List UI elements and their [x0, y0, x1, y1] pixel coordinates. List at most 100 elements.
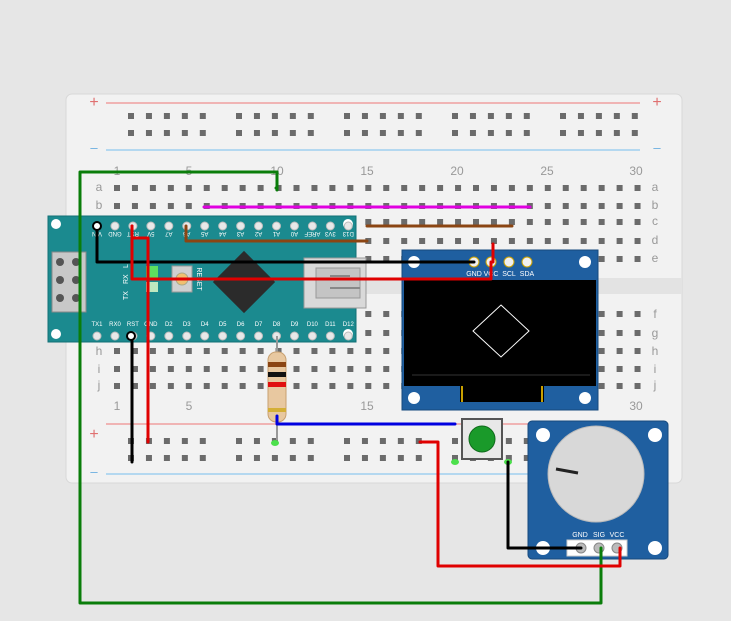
rail-hole[interactable] — [361, 130, 368, 136]
rail-hole[interactable] — [163, 438, 170, 444]
breadboard-hole[interactable] — [114, 366, 120, 372]
rail-hole[interactable] — [560, 113, 566, 119]
rail-hole[interactable] — [145, 130, 152, 136]
nano-pin[interactable] — [200, 221, 210, 231]
breadboard-hole[interactable] — [455, 238, 462, 244]
rail-hole[interactable] — [145, 455, 152, 461]
rail-hole[interactable] — [253, 113, 260, 119]
breadboard-hole[interactable] — [131, 366, 138, 372]
breadboard-hole[interactable] — [114, 348, 120, 354]
breadboard-hole[interactable] — [598, 366, 605, 372]
nano-pin[interactable] — [325, 221, 335, 231]
breadboard-hole[interactable] — [185, 185, 192, 191]
rail-hole[interactable] — [469, 113, 476, 119]
rail-hole[interactable] — [271, 113, 278, 119]
rail-hole[interactable] — [344, 438, 350, 444]
rail-hole[interactable] — [236, 130, 242, 136]
breadboard-hole[interactable] — [239, 366, 246, 372]
breadboard-hole[interactable] — [311, 185, 318, 191]
breadboard-hole[interactable] — [383, 256, 390, 262]
breadboard-hole[interactable] — [203, 383, 210, 389]
breadboard-hole[interactable] — [167, 185, 174, 191]
rail-hole[interactable] — [613, 113, 620, 119]
breadboard-hole[interactable] — [167, 366, 174, 372]
nano-pin[interactable] — [236, 331, 246, 341]
breadboard-hole[interactable] — [149, 185, 156, 191]
breadboard-hole[interactable] — [634, 383, 641, 389]
breadboard-hole[interactable] — [634, 256, 641, 262]
rail-hole[interactable] — [397, 130, 404, 136]
rail-hole[interactable] — [415, 438, 422, 444]
breadboard-hole[interactable] — [490, 219, 497, 225]
rail-hole[interactable] — [397, 455, 404, 461]
breadboard-hole[interactable] — [616, 366, 623, 372]
oled-pin-sda[interactable] — [521, 256, 533, 268]
rail-hole[interactable] — [163, 113, 170, 119]
breadboard-hole[interactable] — [437, 219, 444, 225]
wire-black-gnd-oled[interactable] — [95, 224, 476, 264]
rail-hole[interactable] — [397, 113, 404, 119]
rail-hole[interactable] — [505, 438, 512, 444]
breadboard-hole[interactable] — [185, 348, 192, 354]
rail-hole[interactable] — [199, 113, 206, 119]
rail-hole[interactable] — [253, 130, 260, 136]
breadboard-hole[interactable] — [221, 383, 228, 389]
breadboard-hole[interactable] — [634, 311, 641, 317]
breadboard-hole[interactable] — [329, 366, 336, 372]
breadboard-hole[interactable] — [365, 219, 372, 225]
nano-pin[interactable] — [110, 331, 120, 341]
breadboard-hole[interactable] — [526, 219, 533, 225]
rail-hole[interactable] — [289, 113, 296, 119]
breadboard-hole[interactable] — [365, 311, 372, 317]
breadboard-hole[interactable] — [598, 348, 605, 354]
breadboard-hole[interactable] — [598, 330, 605, 336]
breadboard-hole[interactable] — [114, 185, 120, 191]
rail-hole[interactable] — [595, 130, 602, 136]
nano-pin[interactable] — [110, 221, 120, 231]
breadboard-hole[interactable] — [508, 219, 515, 225]
breadboard-hole[interactable] — [131, 185, 138, 191]
rail-hole[interactable] — [199, 455, 206, 461]
breadboard-hole[interactable] — [149, 383, 156, 389]
breadboard-hole[interactable] — [365, 383, 372, 389]
breadboard-hole[interactable] — [365, 185, 372, 191]
breadboard-hole[interactable] — [383, 348, 390, 354]
nano-pin[interactable] — [254, 221, 264, 231]
breadboard-hole[interactable] — [490, 185, 497, 191]
breadboard-hole[interactable] — [257, 366, 264, 372]
breadboard-hole[interactable] — [275, 348, 282, 354]
breadboard-hole[interactable] — [562, 219, 569, 225]
breadboard-hole[interactable] — [203, 185, 210, 191]
breadboard-hole[interactable] — [508, 185, 515, 191]
breadboard-hole[interactable] — [616, 238, 623, 244]
rail-hole[interactable] — [379, 130, 386, 136]
breadboard-hole[interactable] — [598, 256, 605, 262]
nano-pin[interactable] — [254, 331, 264, 341]
breadboard-hole[interactable] — [293, 185, 300, 191]
rail-hole[interactable] — [236, 455, 242, 461]
nano-pin[interactable] — [92, 331, 102, 341]
breadboard-hole[interactable] — [401, 219, 408, 225]
breadboard-hole[interactable] — [383, 366, 390, 372]
breadboard-hole[interactable] — [419, 238, 426, 244]
breadboard-hole[interactable] — [167, 203, 174, 209]
breadboard-hole[interactable] — [239, 348, 246, 354]
breadboard-hole[interactable] — [185, 383, 192, 389]
breadboard-hole[interactable] — [473, 219, 479, 225]
wire-blue-button[interactable] — [275, 414, 457, 426]
rail-hole[interactable] — [307, 113, 314, 119]
breadboard-hole[interactable] — [634, 330, 641, 336]
rail-hole[interactable] — [361, 438, 368, 444]
breadboard-hole[interactable] — [544, 238, 551, 244]
rail-hole[interactable] — [505, 113, 512, 119]
nano-pin[interactable] — [236, 221, 246, 231]
nano-pin[interactable] — [164, 331, 174, 341]
breadboard-hole[interactable] — [580, 238, 587, 244]
rail-hole[interactable] — [307, 438, 314, 444]
breadboard-hole[interactable] — [167, 383, 174, 389]
rail-hole[interactable] — [271, 130, 278, 136]
rail-hole[interactable] — [128, 130, 134, 136]
rail-hole[interactable] — [307, 130, 314, 136]
breadboard-hole[interactable] — [562, 185, 569, 191]
breadboard-hole[interactable] — [347, 185, 354, 191]
